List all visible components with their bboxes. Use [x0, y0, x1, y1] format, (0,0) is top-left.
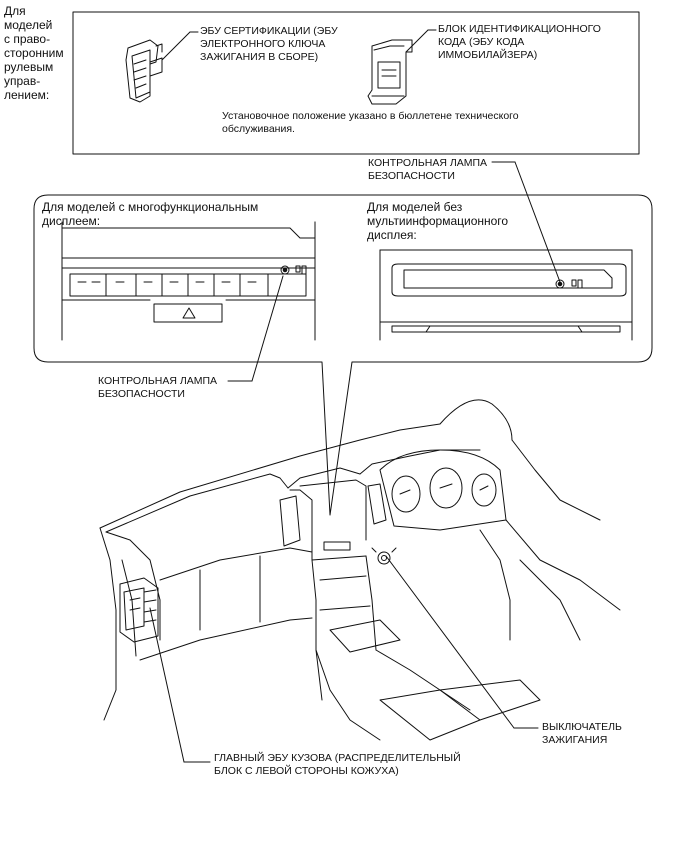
ignition-switch-icon: [377, 551, 391, 565]
multi-display-panel: [61, 221, 316, 341]
leader-main-body-ecu: [149, 607, 185, 763]
main-body-ecu-label: ГЛАВНЫЙ ЭБУ КУЗОВА (РАСПРЕДЕЛИТЕЛЬНЫЙ БЛ…: [214, 752, 461, 777]
main-body-ecu-icon: [119, 577, 159, 643]
security-lamp-icon-left: [280, 265, 290, 275]
id-code-box-illustration: [367, 39, 413, 105]
ignition-switch-label: ВЫКЛЮЧАТЕЛЬ ЗАЖИГАНИЯ: [542, 721, 622, 746]
dashboard-illustration: [99, 399, 621, 741]
install-note: Установочное положение указано в бюллете…: [222, 110, 519, 135]
security-lamp-label-top: КОНТРОЛЬНАЯ ЛАМПА БЕЗОПАСНОСТИ: [368, 157, 488, 182]
callout-box-outline: [33, 194, 653, 516]
id-code-box-label: БЛОК ИДЕНТИФИКАЦИОННОГО КОДА (ЭБУ КОДА И…: [438, 23, 601, 61]
leader-id-code-box: [405, 29, 429, 53]
security-lamp-label-bottom: КОНТРОЛЬНАЯ ЛАМПА БЕЗОПАСНОСТИ: [98, 375, 218, 400]
top-info-box: [72, 11, 640, 155]
security-lamp-icon-right: [555, 279, 565, 289]
no-multi-display-panel: [379, 249, 633, 341]
leader-ignition-switch: [385, 555, 515, 729]
cert-ecu-illustration: [125, 39, 163, 103]
side-note: Для моделей с право- сторонним рулевым у…: [4, 4, 64, 102]
multi-display-title: Для моделей с многофункциональным диспле…: [42, 200, 259, 228]
leader-cert-ecu: [161, 31, 191, 61]
no-multi-display-title: Для моделей без мультиинформационного ди…: [367, 200, 509, 242]
cert-ecu-label: ЭБУ СЕРТИФИКАЦИИ (ЭБУ ЭЛЕКТРОННОГО КЛЮЧА…: [200, 25, 338, 63]
